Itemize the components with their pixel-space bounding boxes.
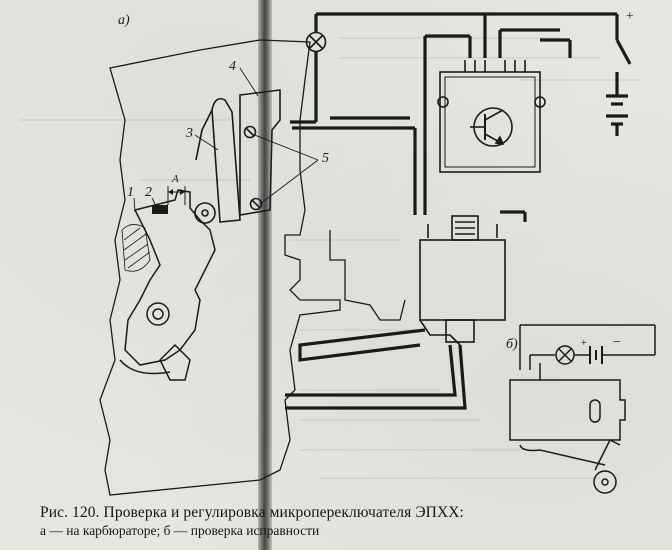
page-fold-shadow — [258, 0, 272, 550]
microswitch-bracket — [194, 89, 281, 224]
panel-a-label: а) — [118, 13, 130, 28]
panel-b-label: б) — [506, 337, 518, 352]
battery-plus: + — [625, 9, 634, 24]
part-label-5: 5 — [322, 151, 329, 166]
figure-caption: Рис. 120. Проверка и регулировка микропе… — [40, 504, 640, 539]
control-unit — [437, 60, 546, 173]
part-label-4: 4 — [229, 59, 236, 74]
caption-subtitle: а — на карбюраторе; б — проверка исправн… — [40, 523, 320, 538]
part-label-3: 3 — [185, 126, 193, 141]
throttle-lever-assembly — [119, 189, 216, 381]
panel-b-plus: + — [580, 337, 587, 349]
caption-title: Рис. 120. Проверка и регулировка микропе… — [40, 504, 464, 521]
wiring-diagram-figure: 1 2 3 4 5 A а) — [20, 9, 656, 496]
hatched-cavity — [121, 224, 151, 272]
part-label-2: 2 — [145, 185, 152, 200]
part-leader-lines — [133, 67, 319, 213]
wiring-harness — [285, 12, 632, 410]
carburetor-body — [99, 39, 406, 496]
adjust-stop-part-2 — [152, 186, 186, 214]
panel-b-minus: − — [612, 335, 621, 350]
dimension-label-a: A — [171, 173, 179, 185]
solenoid-valve — [419, 215, 506, 346]
test-circuit-b — [509, 324, 656, 494]
indicator-lamp — [305, 31, 327, 53]
part-label-1: 1 — [127, 185, 134, 200]
bleed-through-text — [20, 37, 640, 479]
